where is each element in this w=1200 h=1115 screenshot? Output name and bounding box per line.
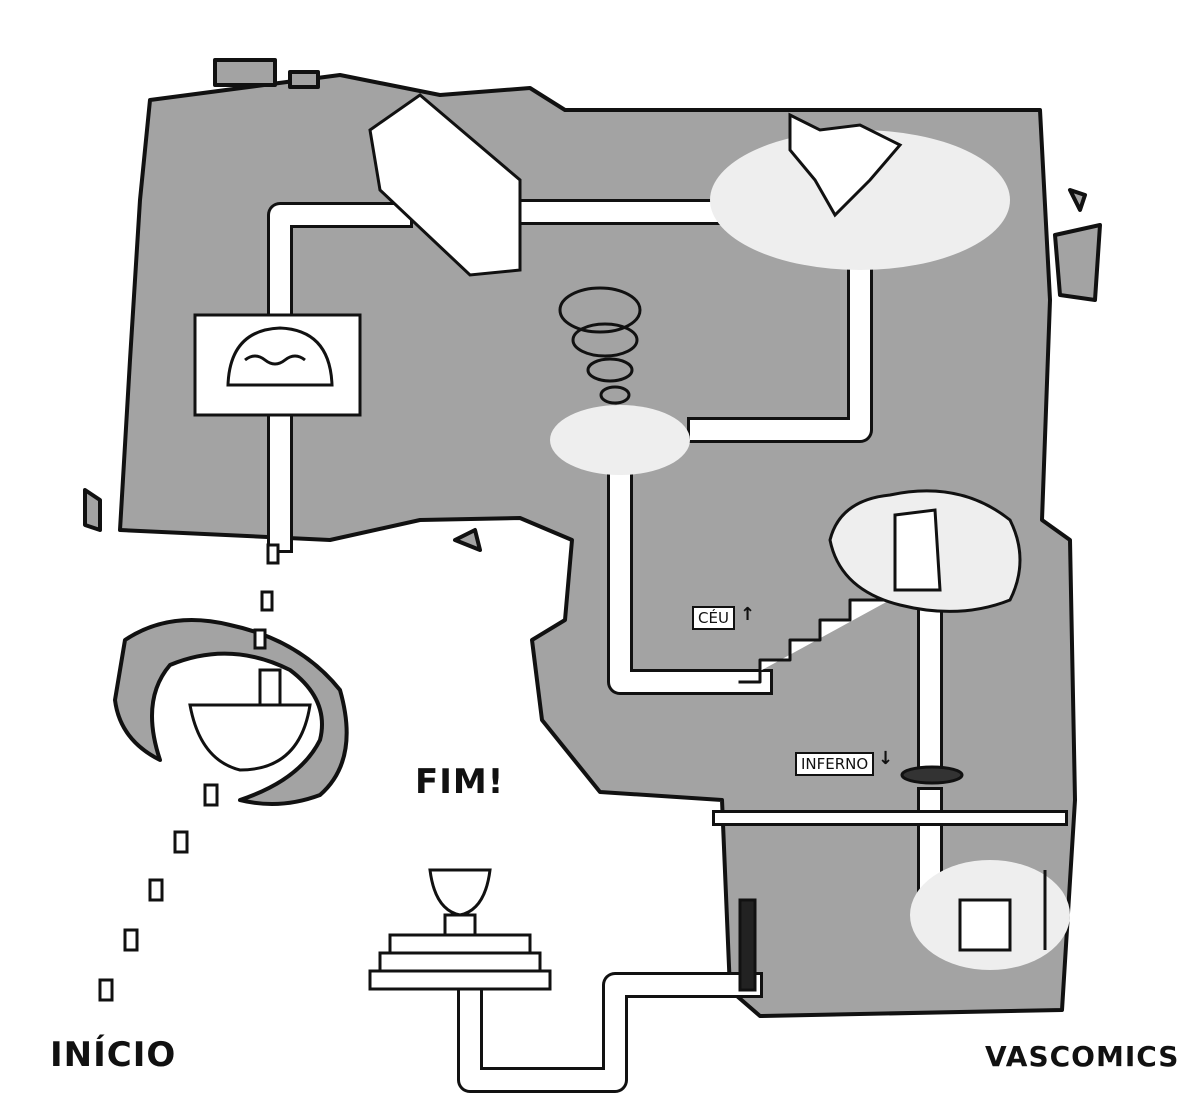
tornado-icon [558,286,642,441]
down-arrow-icon: ↓ [878,748,895,769]
rock [83,488,102,532]
trophy-icon [428,868,492,917]
rock [1053,223,1102,302]
main-landmass [118,73,1077,1018]
rock [213,58,277,87]
rock [288,70,320,89]
route-path [270,202,940,1090]
boat-island [113,618,349,806]
god-icon [893,508,942,592]
dashed-route [98,543,280,1002]
sky-sign-text: CÉU [698,609,729,627]
dragon-icon [788,112,903,218]
hell-sign-text: INFERNO [801,755,869,773]
boat-icon [188,703,312,772]
end-label: FIM! [415,762,505,802]
tunnel-icon [738,898,757,992]
pool-icon [226,326,334,387]
sky-sign: CÉU [692,606,735,630]
up-arrow-icon: ↑ [740,604,757,625]
hell-hole [900,765,964,785]
rock [1068,188,1087,212]
cliff-icon [368,93,522,277]
hell-sign: INFERNO [795,752,875,776]
devil-icon [958,898,1012,952]
stairs [738,598,892,684]
podium [388,933,532,955]
start-label: INÍCIO [50,1035,177,1075]
signature: VASCOMICS [985,1040,1180,1073]
forest-cloud [710,130,1010,270]
rock [453,528,482,552]
